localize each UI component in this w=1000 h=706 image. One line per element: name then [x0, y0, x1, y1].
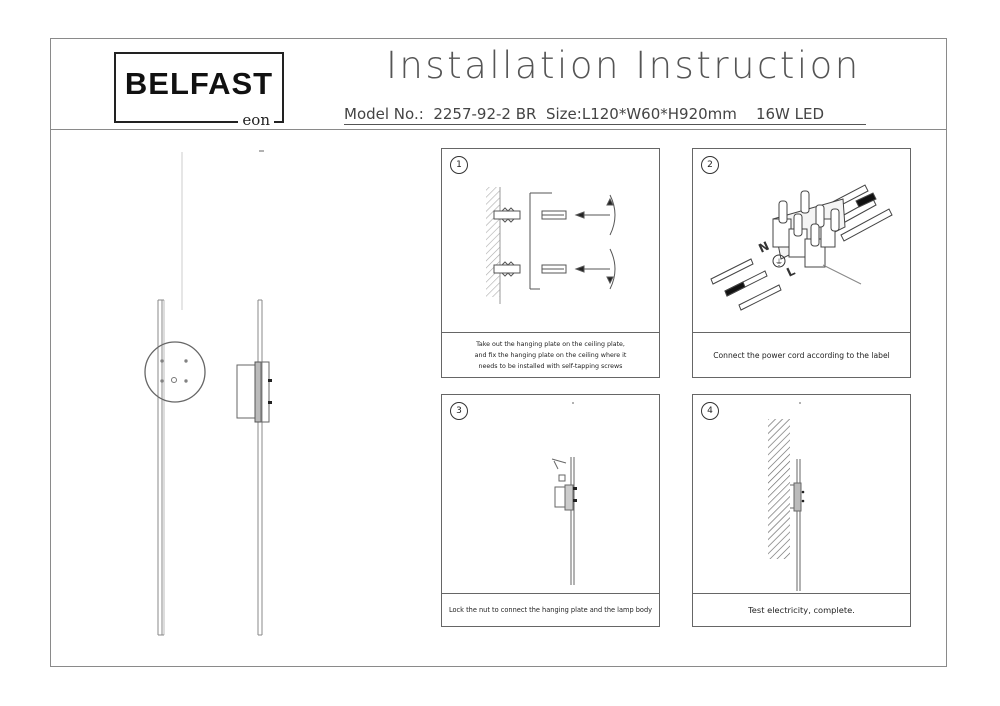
logo-sub-text: eon — [238, 111, 274, 129]
step-number-badge: 1 — [450, 156, 468, 174]
product-drawing — [144, 150, 272, 636]
step-4-panel: 4 Test electricity, complete. — [692, 394, 911, 627]
logo-brand-text: BELFAST — [124, 66, 274, 101]
step-3-caption: Lock the nut to connect the hanging plat… — [442, 593, 659, 626]
model-info-line: Model No.: 2257-92-2 BR Size:L120*W60*H9… — [344, 105, 866, 125]
caption-line: Take out the hanging plate on the ceilin… — [476, 340, 625, 348]
step-2-panel: 2 — [692, 148, 911, 378]
step-number-badge: 4 — [701, 402, 719, 420]
header-divider — [50, 129, 947, 130]
ground-symbol: ⏚ — [775, 258, 783, 267]
step-1-panel: 1 Take out the hanging — [441, 148, 660, 378]
installed-lamp-wall-icon — [768, 402, 805, 591]
step-number-badge: 2 — [701, 156, 719, 174]
step-4-caption: Test electricity, complete. — [693, 593, 910, 626]
brand-logo: BELFAST eon — [114, 52, 284, 129]
caption-line: and fix the hanging plate on the ceiling… — [474, 351, 627, 359]
size-value: L120*W60*H920mm — [581, 105, 737, 123]
terminal-block-wiring-icon: N ⏚ L — [710, 184, 893, 311]
lamp-body-attach-icon — [551, 402, 577, 585]
step-3-panel: 3 Lock the nut to connect the hanging pl… — [441, 394, 660, 627]
page-frame — [50, 38, 947, 667]
step-2-caption: Connect the power cord according to the … — [693, 332, 910, 377]
wall-anchor-screws-icon — [486, 187, 616, 304]
model-label: Model No.: — [344, 105, 424, 123]
front-view-icon — [144, 152, 206, 636]
terminal-label-n: N — [756, 239, 771, 256]
terminal-label-l: L — [784, 264, 797, 280]
model-number: 2257-92-2 BR — [433, 105, 537, 123]
step-1-caption: Take out the hanging plate on the ceilin… — [442, 332, 659, 377]
side-view-icon — [236, 150, 272, 636]
page-title: Installation Instruction — [386, 44, 861, 87]
step-number-badge: 3 — [450, 402, 468, 420]
size-label: Size: — [545, 105, 582, 123]
caption-line: needs to be installed with self-tapping … — [478, 362, 623, 370]
power-rating: 16W LED — [755, 105, 825, 123]
